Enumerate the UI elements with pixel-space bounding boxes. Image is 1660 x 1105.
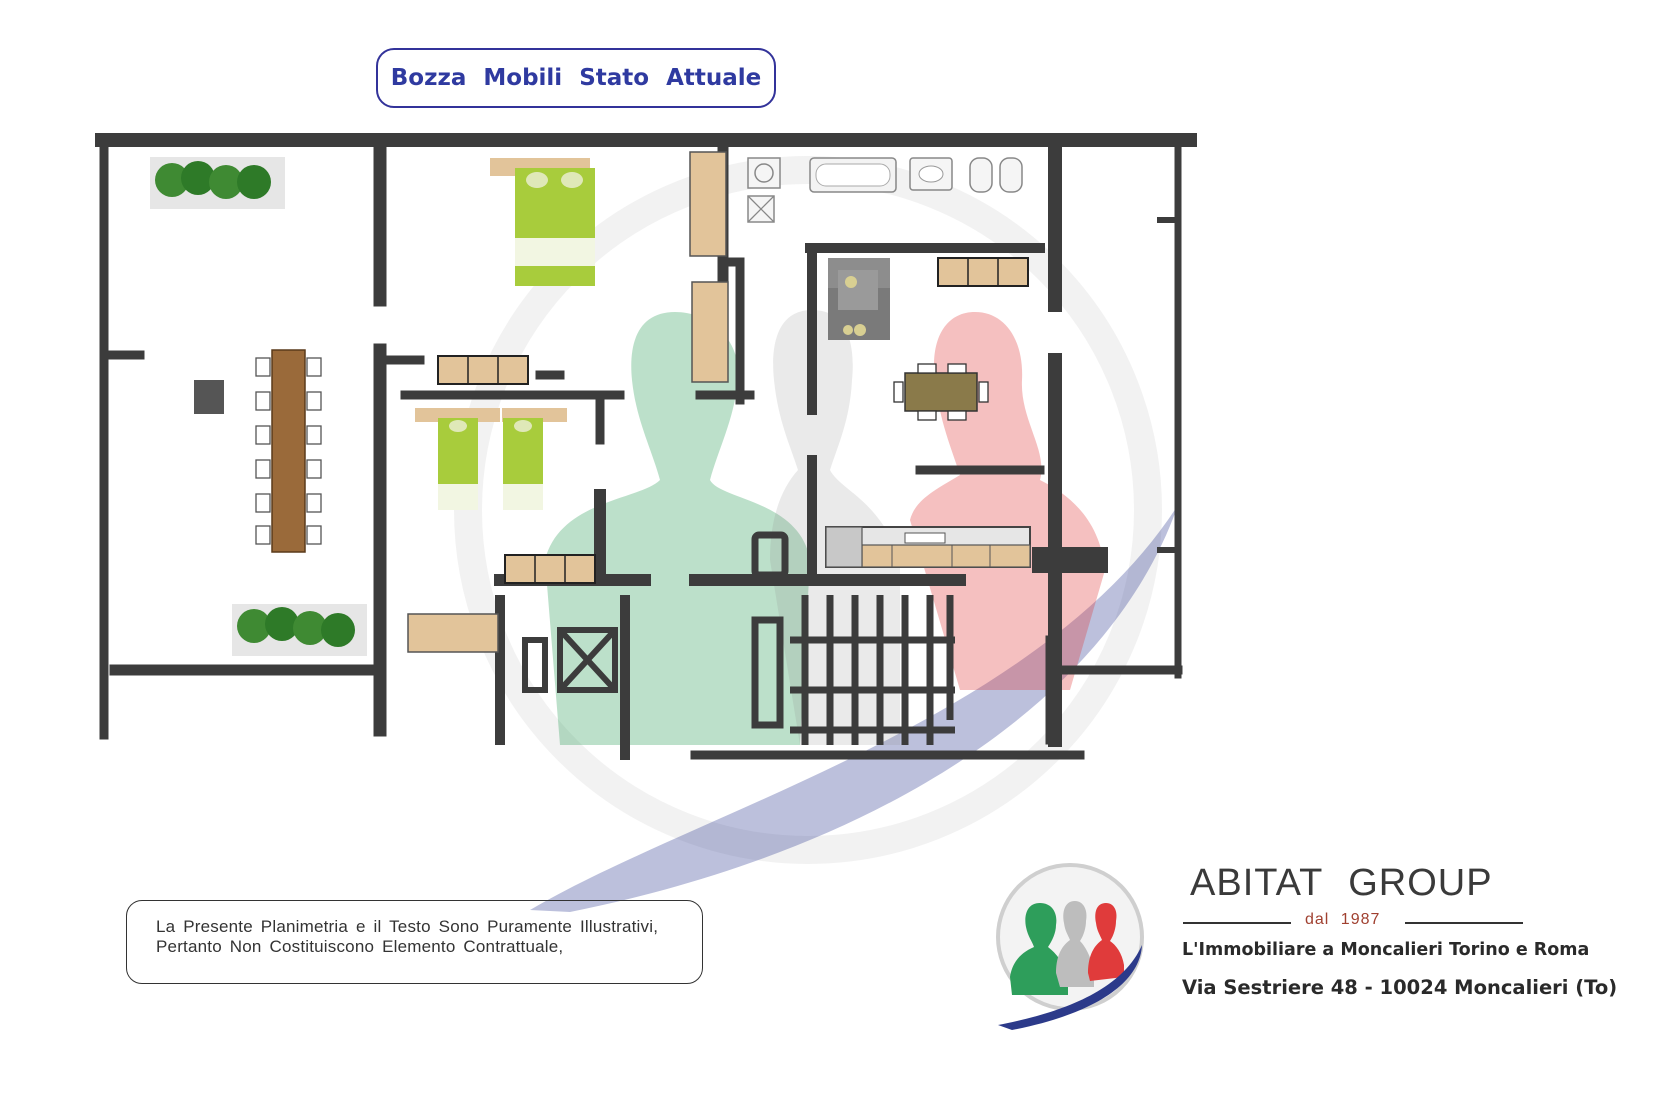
- brand-divider-right: [1405, 922, 1523, 924]
- brand-name: ABITAT GROUP: [1190, 862, 1493, 904]
- disclaimer-line-2: Pertanto Non Costituiscono Elemento Cont…: [156, 937, 564, 956]
- tree-icon: [232, 604, 367, 656]
- logo-icon: [996, 863, 1144, 1030]
- elevator-icon: [522, 627, 618, 693]
- bidet-icon: [999, 157, 1023, 193]
- brand-tagline: L'Immobiliare a Moncalieri Torino e Roma: [1182, 940, 1590, 960]
- page-title: Bozza Mobili Stato Attuale: [390, 65, 762, 91]
- tv-cabinet-icon: [937, 257, 1029, 287]
- stairs-icon: [751, 531, 955, 745]
- toilet-icon: [969, 157, 993, 193]
- dresser-icon: [437, 355, 529, 385]
- washing-machine-icon: [747, 157, 781, 223]
- wardrobe-icon: [689, 151, 727, 257]
- bed-icon: [502, 408, 567, 510]
- kitchen-counter-icon: [825, 526, 1031, 568]
- watermark-person-green-icon: [545, 312, 810, 745]
- disclaimer-box: La Presente Planimetria e il Testo Sono …: [126, 900, 703, 984]
- title-box: Bozza Mobili Stato Attuale: [376, 48, 776, 108]
- bed-icon: [490, 158, 595, 286]
- desk-icon: [407, 613, 499, 653]
- wardrobe-icon: [691, 281, 729, 383]
- bathtub-icon: [809, 157, 897, 193]
- walls: [95, 133, 1197, 760]
- disclaimer-line-1: La Presente Planimetria e il Testo Sono …: [156, 917, 659, 936]
- brand-since: dal 1987: [1305, 911, 1381, 928]
- sink-icon: [909, 157, 953, 191]
- watermark-person-red-icon: [910, 312, 1105, 690]
- tree-icon: [150, 157, 285, 209]
- column-icon: [194, 380, 224, 414]
- brand-address: Via Sestriere 48 - 10024 Moncalieri (To): [1182, 976, 1618, 999]
- table-icon: [893, 363, 989, 421]
- brand-divider-left: [1183, 922, 1291, 924]
- table-icon: [255, 349, 322, 553]
- sofa-icon: [828, 258, 890, 340]
- bed-icon: [415, 408, 500, 510]
- dresser-icon: [504, 554, 596, 584]
